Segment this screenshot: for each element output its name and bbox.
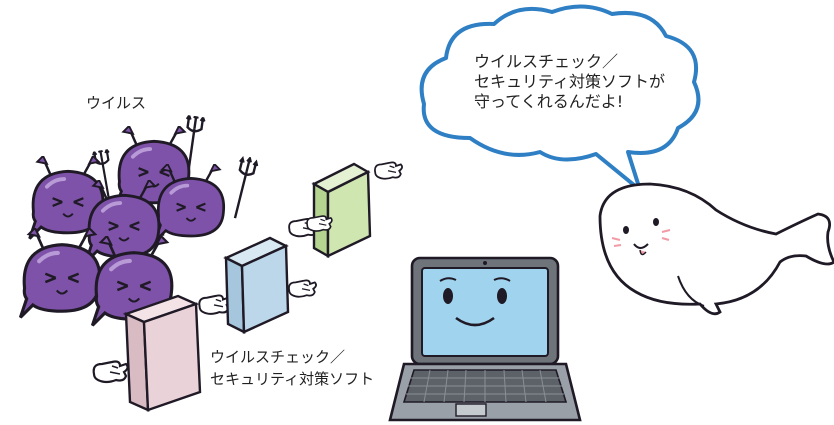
security-software-label: ウイルスチェック／ セキュリティ対策ソフト — [210, 346, 374, 390]
trident-icon — [224, 154, 260, 222]
glove-hand-icon — [92, 360, 129, 384]
seal-mascot-icon — [598, 182, 834, 316]
glove-hand-icon — [374, 161, 403, 180]
security-wall-pink — [122, 294, 202, 412]
virus-swarm — [20, 114, 260, 325]
speech-line: セキュリティ対策ソフトが — [474, 72, 666, 91]
speech-line: ウイルスチェック／ — [474, 52, 619, 71]
virus-monster-icon — [20, 228, 99, 317]
security-software-label-line: ウイルスチェック／ — [210, 348, 346, 366]
security-wall-green — [311, 162, 372, 259]
speech-bubble-icon — [419, 4, 701, 192]
laptop-icon — [388, 256, 582, 422]
speech-bubble-text: ウイルスチェック／ セキュリティ対策ソフトが 守ってくれるんだよ! — [474, 52, 665, 112]
glove-hand-icon — [288, 279, 317, 298]
virus-label: ウイルス — [86, 94, 147, 112]
glove-hand-icon — [198, 294, 231, 315]
security-software-label-line: セキュリティ対策ソフト — [210, 370, 375, 388]
security-wall-blue — [223, 236, 290, 334]
glove-hand-icon — [306, 215, 333, 232]
speech-line: 守ってくれるんだよ! — [474, 92, 624, 111]
